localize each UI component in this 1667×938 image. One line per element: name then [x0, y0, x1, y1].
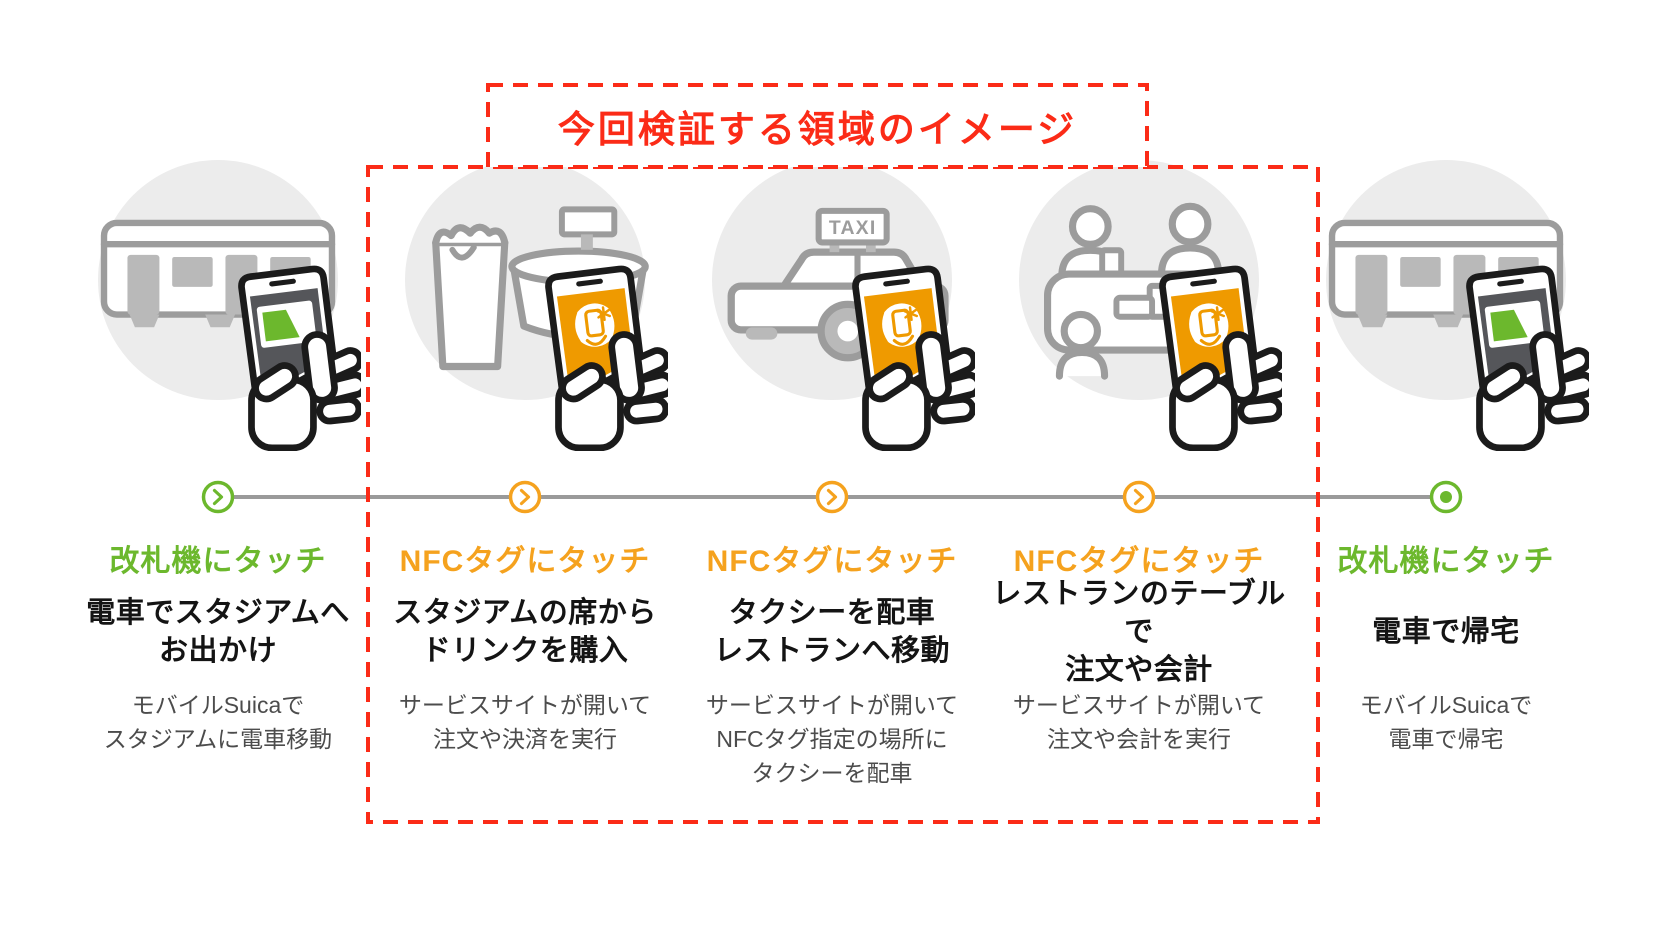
timeline-marker-chevron — [201, 480, 235, 514]
scope-title-text: 今回検証する領域のイメージ — [557, 109, 1078, 150]
step-description: サービスサイトが開いて 注文や会計を実行 — [1012, 692, 1266, 753]
hand-phone-suica-icon — [1466, 265, 1589, 451]
timeline-marker-chevron — [508, 480, 542, 514]
step-heading: レストランのテーブルで 注文や会計 — [992, 577, 1286, 687]
hand-phone-nfc-icon — [852, 265, 975, 451]
step-heading: タクシーを配車 レストランへ移動 — [713, 596, 950, 667]
tap-method-label: NFCタグにタッチ — [706, 545, 958, 578]
step-description: サービスサイトが開いて 注文や決済を実行 — [398, 692, 652, 753]
tap-method-label: 改札機にタッチ — [1337, 545, 1555, 578]
step-depart-column: 改札機にタッチ 電車でスタジアムへ お出かけ モバイルSuicaで スタジアムに… — [58, 0, 378, 850]
step-description: サービスサイトが開いて NFCタグ指定の場所に タクシーを配車 — [705, 692, 959, 787]
hand-phone-nfc-icon — [545, 265, 668, 451]
tap-method-label: NFCタグにタッチ — [1013, 545, 1265, 578]
step-heading: 電車で帰宅 — [1372, 615, 1520, 648]
step-heading: 電車でスタジアムへ お出かけ — [86, 596, 350, 667]
tap-method-label: 改札機にタッチ — [109, 545, 327, 578]
timeline-marker-chevron — [815, 480, 849, 514]
timeline-marker-end — [1429, 480, 1463, 514]
step-description: モバイルSuicaで 電車で帰宅 — [1359, 692, 1533, 753]
hand-phone-suica-icon — [238, 265, 361, 451]
taxi-sign-text: TAXI — [829, 217, 877, 239]
step-return-home-column: 改札機にタッチ 電車で帰宅 モバイルSuicaで 電車で帰宅 — [1286, 0, 1606, 850]
timeline-marker-chevron — [1122, 480, 1156, 514]
tap-method-label: NFCタグにタッチ — [399, 545, 651, 578]
step-description: モバイルSuicaで スタジアムに電車移動 — [103, 692, 333, 753]
hand-phone-nfc-icon — [1159, 265, 1282, 451]
step-heading: スタジアムの席から ドリンクを購入 — [393, 596, 657, 667]
